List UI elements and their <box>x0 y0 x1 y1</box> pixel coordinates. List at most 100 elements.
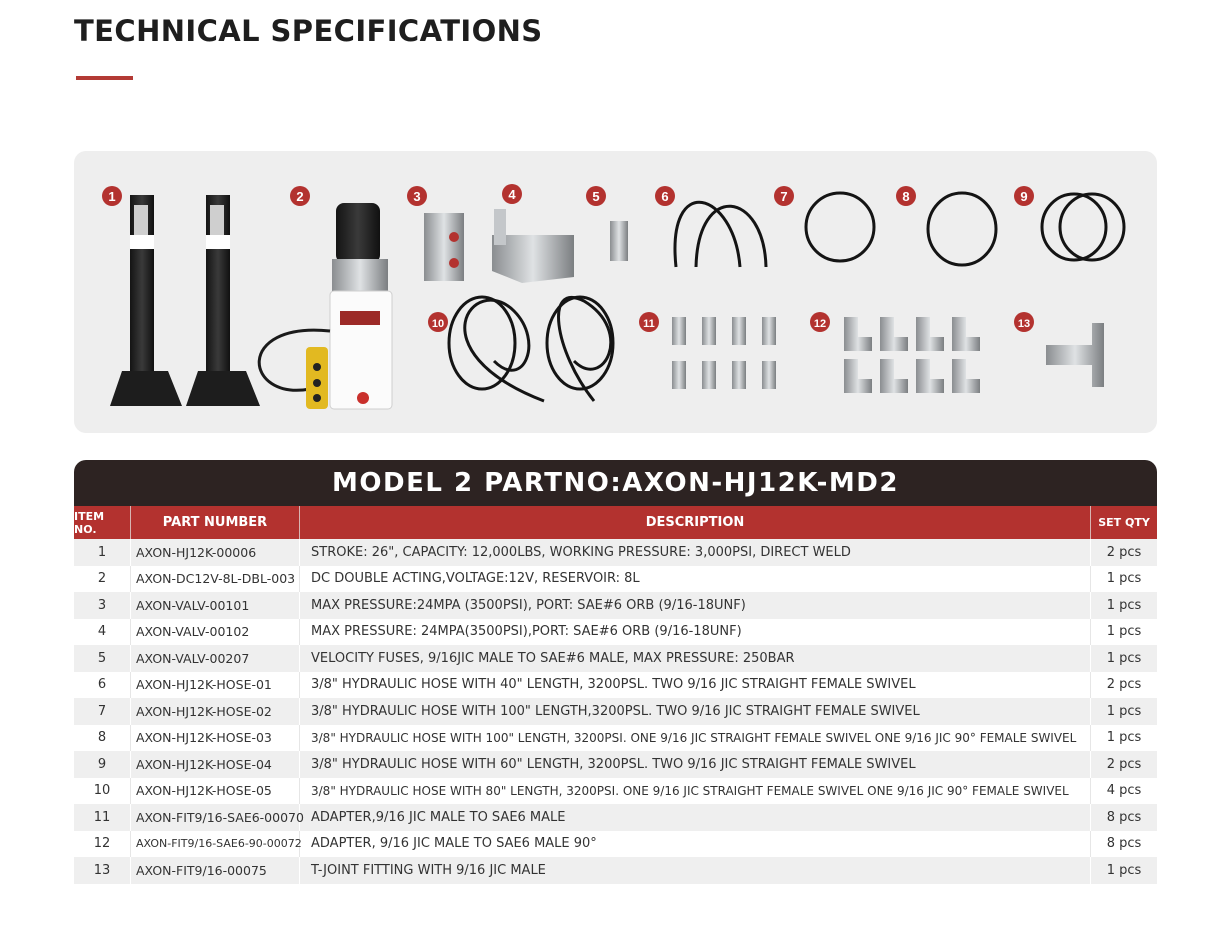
description: 3/8" HYDRAULIC HOSE WITH 100" LENGTH, 32… <box>300 724 1091 751</box>
velocity-fuse-illustration <box>610 221 628 261</box>
part-number: AXON-FIT9/16-SAE6-00070 <box>131 804 304 831</box>
part-number: AXON-HJ12K-HOSE-02 <box>131 698 300 725</box>
title-underline <box>76 76 133 80</box>
svg-text:7: 7 <box>780 189 787 204</box>
part-number: AXON-VALV-00102 <box>131 618 300 645</box>
badge-1: 1 <box>102 186 122 206</box>
part-number: AXON-VALV-00101 <box>131 592 300 619</box>
item-no: 6 <box>74 671 131 698</box>
part-number: AXON-HJ12K-HOSE-05 <box>131 777 300 804</box>
model-title: MODEL 2 PARTNO:AXON-HJ12K-MD2 <box>74 460 1157 506</box>
adapter-fittings-illustration <box>672 317 776 389</box>
description: MAX PRESSURE: 24MPA(3500PSI),PORT: SAE#6… <box>300 618 1091 645</box>
description: 3/8" HYDRAULIC HOSE WITH 60" LENGTH, 320… <box>300 751 1091 778</box>
description: VELOCITY FUSES, 9/16JIC MALE TO SAE#6 MA… <box>300 645 1091 672</box>
badge-2: 2 <box>290 186 310 206</box>
item-no: 3 <box>74 592 131 619</box>
part-number: AXON-VALV-00207 <box>131 645 300 672</box>
part-number: AXON-HJ12K-HOSE-01 <box>131 671 300 698</box>
item-no: 7 <box>74 698 131 725</box>
description: 3/8" HYDRAULIC HOSE WITH 40" LENGTH, 320… <box>300 671 1091 698</box>
badge-3: 3 <box>407 186 427 206</box>
parts-illustration: 1 2 3 4 5 6 7 8 9 10 11 12 13 <box>102 184 1126 410</box>
svg-text:13: 13 <box>1018 318 1030 330</box>
table-header-row: ITEM NO. PART NUMBER DESCRIPTION SET QTY <box>74 506 1157 539</box>
svg-text:9: 9 <box>1020 189 1027 204</box>
item-badges: 1 2 3 4 5 6 7 8 9 10 11 12 13 <box>102 184 1034 332</box>
svg-text:6: 6 <box>661 189 668 204</box>
part-number: AXON-HJ12K-00006 <box>131 539 300 566</box>
part-number: AXON-DC12V-8L-DBL-003 <box>131 565 300 592</box>
set-qty: 2 pcs <box>1106 544 1142 560</box>
badge-8: 8 <box>896 186 916 206</box>
description: STROKE: 26", CAPACITY: 12,000LBS, WORKIN… <box>300 539 1091 566</box>
description: T-JOINT FITTING WITH 9/16 JIC MALE <box>300 857 1091 884</box>
item-no: 12 <box>74 830 131 857</box>
svg-text:1: 1 <box>108 189 115 204</box>
power-unit-illustration <box>257 203 393 410</box>
description: DC DOUBLE ACTING,VOLTAGE:12V, RESERVOIR:… <box>300 565 1091 592</box>
badge-7: 7 <box>774 186 794 206</box>
set-qty: 8 pcs <box>1106 809 1142 825</box>
badge-5: 5 <box>586 186 606 206</box>
badge-11: 11 <box>639 312 659 332</box>
svg-text:2: 2 <box>296 189 303 204</box>
tee-fitting-illustration <box>1046 323 1104 387</box>
set-qty: 2 pcs <box>1106 677 1142 693</box>
description: MAX PRESSURE:24MPA (3500PSI), PORT: SAE#… <box>300 592 1091 619</box>
col-item-no: ITEM NO. <box>74 506 131 539</box>
set-qty: 2 pcs <box>1106 756 1142 772</box>
item-no: 4 <box>74 618 131 645</box>
item-no: 1 <box>74 539 131 566</box>
badge-13: 13 <box>1014 312 1034 332</box>
item-no: 8 <box>74 724 131 751</box>
set-qty: 1 pcs <box>1106 624 1142 640</box>
set-qty: 1 pcs <box>1106 571 1142 587</box>
set-qty: 1 pcs <box>1106 650 1142 666</box>
description: ADAPTER,9/16 JIC MALE TO SAE6 MALE <box>300 804 1091 831</box>
description: 3/8" HYDRAULIC HOSE WITH 100" LENGTH,320… <box>300 698 1091 725</box>
col-set-qty: SET QTY <box>1098 516 1150 529</box>
elbow-fittings-illustration <box>844 317 980 393</box>
svg-text:3: 3 <box>413 189 420 204</box>
jack-illustration <box>110 195 260 406</box>
badge-12: 12 <box>810 312 830 332</box>
svg-text:5: 5 <box>592 189 599 204</box>
item-no: 10 <box>74 777 131 804</box>
valve-illustration <box>424 209 574 283</box>
set-qty: 4 pcs <box>1106 783 1142 799</box>
set-qty: 1 pcs <box>1106 730 1142 746</box>
set-qty: 1 pcs <box>1106 862 1142 878</box>
item-no: 2 <box>74 565 131 592</box>
item-no: 11 <box>74 804 131 831</box>
badge-10: 10 <box>428 312 448 332</box>
description: 3/8" HYDRAULIC HOSE WITH 80" LENGTH, 320… <box>300 777 1091 804</box>
svg-text:12: 12 <box>814 318 826 330</box>
item-no: 5 <box>74 645 131 672</box>
spec-table: MODEL 2 PARTNO:AXON-HJ12K-MD2 ITEM NO. P… <box>74 460 1157 884</box>
item-no: 13 <box>74 857 131 884</box>
set-qty: 8 pcs <box>1106 836 1142 852</box>
product-image-panel: 1 2 3 4 5 6 7 8 9 10 11 12 13 <box>74 151 1157 433</box>
col-part-number: PART NUMBER <box>131 506 300 539</box>
badge-6: 6 <box>655 186 675 206</box>
set-qty: 1 pcs <box>1106 597 1142 613</box>
set-qty: 1 pcs <box>1106 703 1142 719</box>
svg-text:10: 10 <box>432 318 444 330</box>
svg-text:4: 4 <box>508 187 516 202</box>
item-no: 9 <box>74 751 131 778</box>
badge-9: 9 <box>1014 186 1034 206</box>
hose-illustrations <box>447 191 1126 403</box>
badge-4: 4 <box>502 184 522 204</box>
